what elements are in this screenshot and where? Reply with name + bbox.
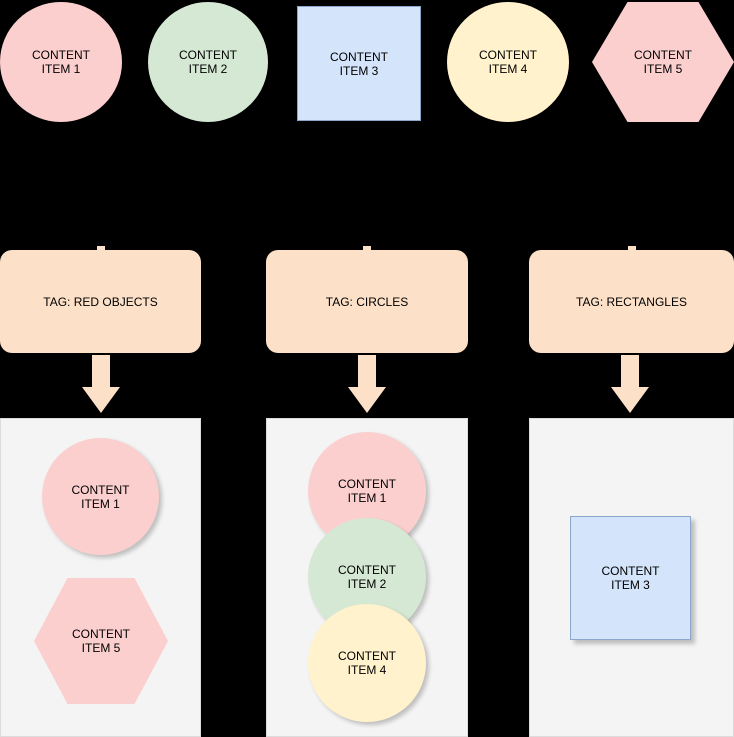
source-shape-label: CONTENT ITEM 4: [479, 48, 537, 76]
source-shape-content-item-1[interactable]: CONTENT ITEM 1: [0, 2, 122, 122]
arrow-head: [611, 387, 649, 413]
arrow-down-icon-circles: [348, 355, 386, 413]
source-shape-label: CONTENT ITEM 5: [634, 48, 692, 76]
arrow-shaft: [92, 355, 110, 387]
result-shape-content-item-4[interactable]: CONTENT ITEM 4: [308, 604, 426, 722]
tag-label: TAG: CIRCLES: [325, 294, 409, 309]
result-shape-content-item-1[interactable]: CONTENT ITEM 1: [42, 438, 159, 555]
result-shape-label: CONTENT ITEM 1: [71, 482, 130, 511]
result-shape-label: CONTENT ITEM 2: [338, 563, 396, 591]
arrow-head: [82, 387, 120, 413]
source-shape-content-item-3[interactable]: CONTENT ITEM 3: [297, 6, 421, 121]
result-shape-content-item-3[interactable]: CONTENT ITEM 3: [570, 516, 691, 640]
tag-label: TAG: RED OBJECTS: [43, 294, 158, 309]
tag-connector-nub: [96, 246, 105, 251]
arrow-down-icon-rectangles: [611, 355, 649, 413]
result-shape-label: CONTENT ITEM 3: [601, 564, 660, 592]
source-shape-label: CONTENT ITEM 3: [330, 49, 388, 78]
tag-box-red-objects[interactable]: TAG: RED OBJECTS: [0, 246, 201, 353]
result-shape-label: CONTENT ITEM 1: [338, 477, 396, 505]
source-shape-content-item-2[interactable]: CONTENT ITEM 2: [148, 2, 268, 122]
tag-label: TAG: RECTANGLES: [576, 294, 687, 309]
tag-box-circles[interactable]: TAG: CIRCLES: [266, 246, 468, 353]
tag-connector-nub: [627, 246, 636, 251]
source-shape-label: CONTENT ITEM 1: [32, 48, 90, 76]
arrow-head: [348, 387, 386, 413]
tag-box-rectangles[interactable]: TAG: RECTANGLES: [529, 246, 734, 353]
tag-connector-nub: [363, 246, 371, 251]
arrow-down-icon-red-objects: [82, 355, 120, 413]
source-shape-content-item-5[interactable]: CONTENT ITEM 5: [592, 2, 734, 122]
source-shape-content-item-4[interactable]: CONTENT ITEM 4: [447, 2, 569, 122]
arrow-shaft: [621, 355, 639, 387]
source-shape-label: CONTENT ITEM 2: [179, 48, 237, 76]
result-shape-label: CONTENT ITEM 5: [72, 627, 130, 655]
arrow-shaft: [358, 355, 376, 387]
result-shape-label: CONTENT ITEM 4: [338, 649, 396, 677]
